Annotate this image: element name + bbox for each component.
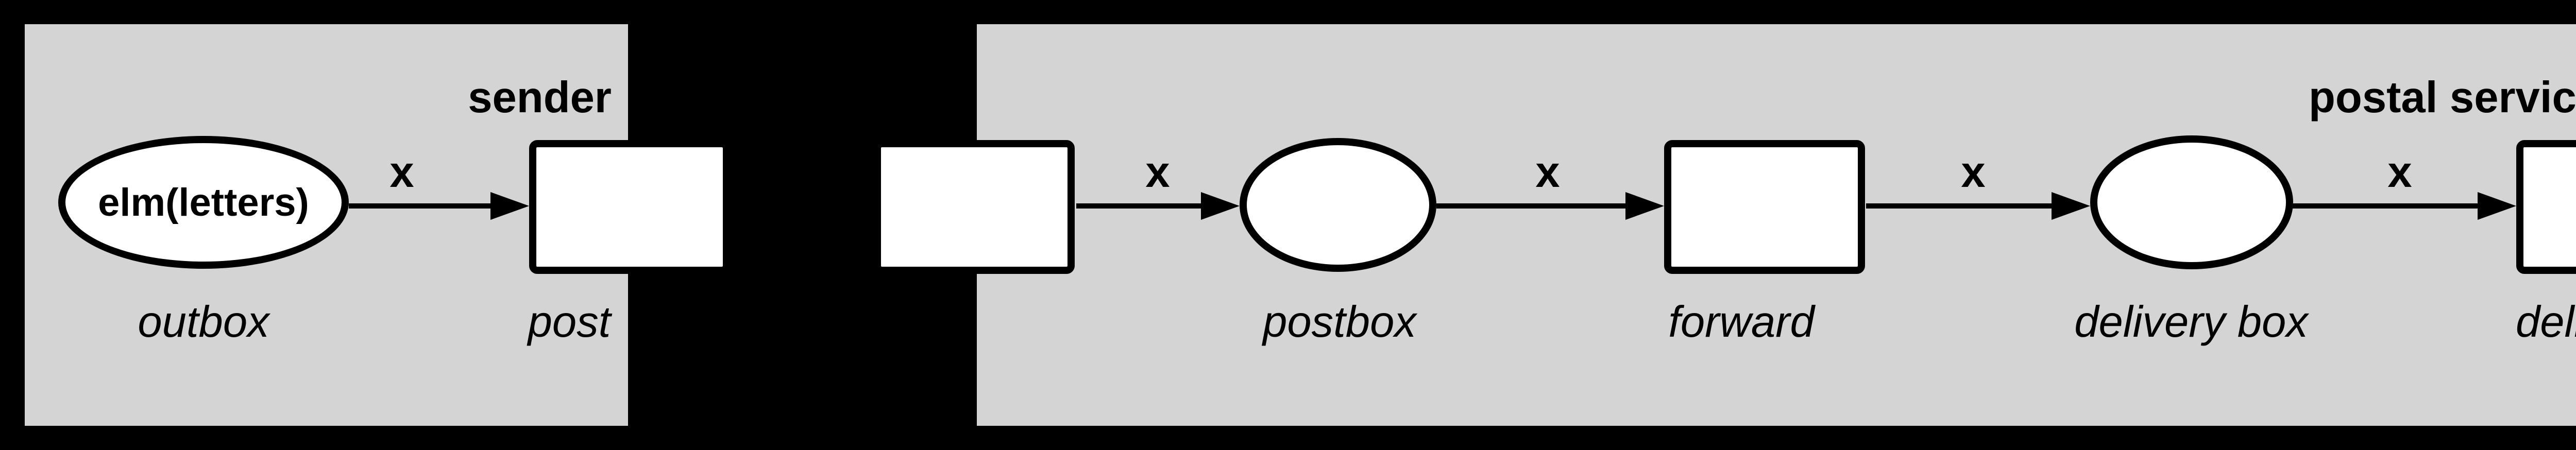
label-outbox: outbox	[138, 298, 269, 347]
arrowhead-icon	[2478, 192, 2516, 220]
arc-label-x-1: x	[389, 148, 414, 197]
place-postbox	[1240, 138, 1436, 272]
arrowhead-icon	[1625, 192, 1664, 220]
label-forward: forward	[1668, 298, 1815, 347]
subnet-postal-service: postal service	[977, 24, 2576, 426]
place-outbox: elm(letters)	[58, 136, 349, 269]
arc-outbox-to-post	[349, 203, 492, 209]
arc-postbox-to-forward	[1436, 203, 1626, 209]
arc-label-x-3: x	[1535, 148, 1560, 197]
place-delivery-box	[2090, 135, 2293, 269]
label-deliver-fragment-left: deliver	[2516, 300, 2576, 347]
arc-label-x-4: x	[1961, 148, 1986, 197]
transition-deliver	[2516, 140, 2576, 274]
arc-label-x-2: x	[1145, 148, 1170, 197]
label-delivery-box: delivery box	[2074, 298, 2308, 347]
transition-post	[529, 140, 730, 274]
arrowhead-icon	[490, 192, 529, 220]
transition-forward	[1664, 140, 1865, 274]
place-outbox-inscription: elm(letters)	[98, 180, 309, 224]
arc-forward-to-delivery-box	[1866, 203, 2053, 209]
label-postbox: postbox	[1263, 298, 1416, 347]
arrowhead-icon	[2052, 192, 2090, 220]
arc-delivery-box-to-deliver	[2293, 203, 2479, 209]
arrowhead-icon	[1201, 192, 1240, 220]
subnet-title-postal-service: postal service	[2309, 73, 2576, 122]
subnet-title-sender: sender	[468, 73, 612, 122]
transition-postal-service-in	[874, 140, 1075, 274]
arc-label-x-5: x	[2387, 148, 2412, 197]
arc-in-to-postbox	[1076, 203, 1201, 209]
label-post: post	[528, 298, 611, 347]
